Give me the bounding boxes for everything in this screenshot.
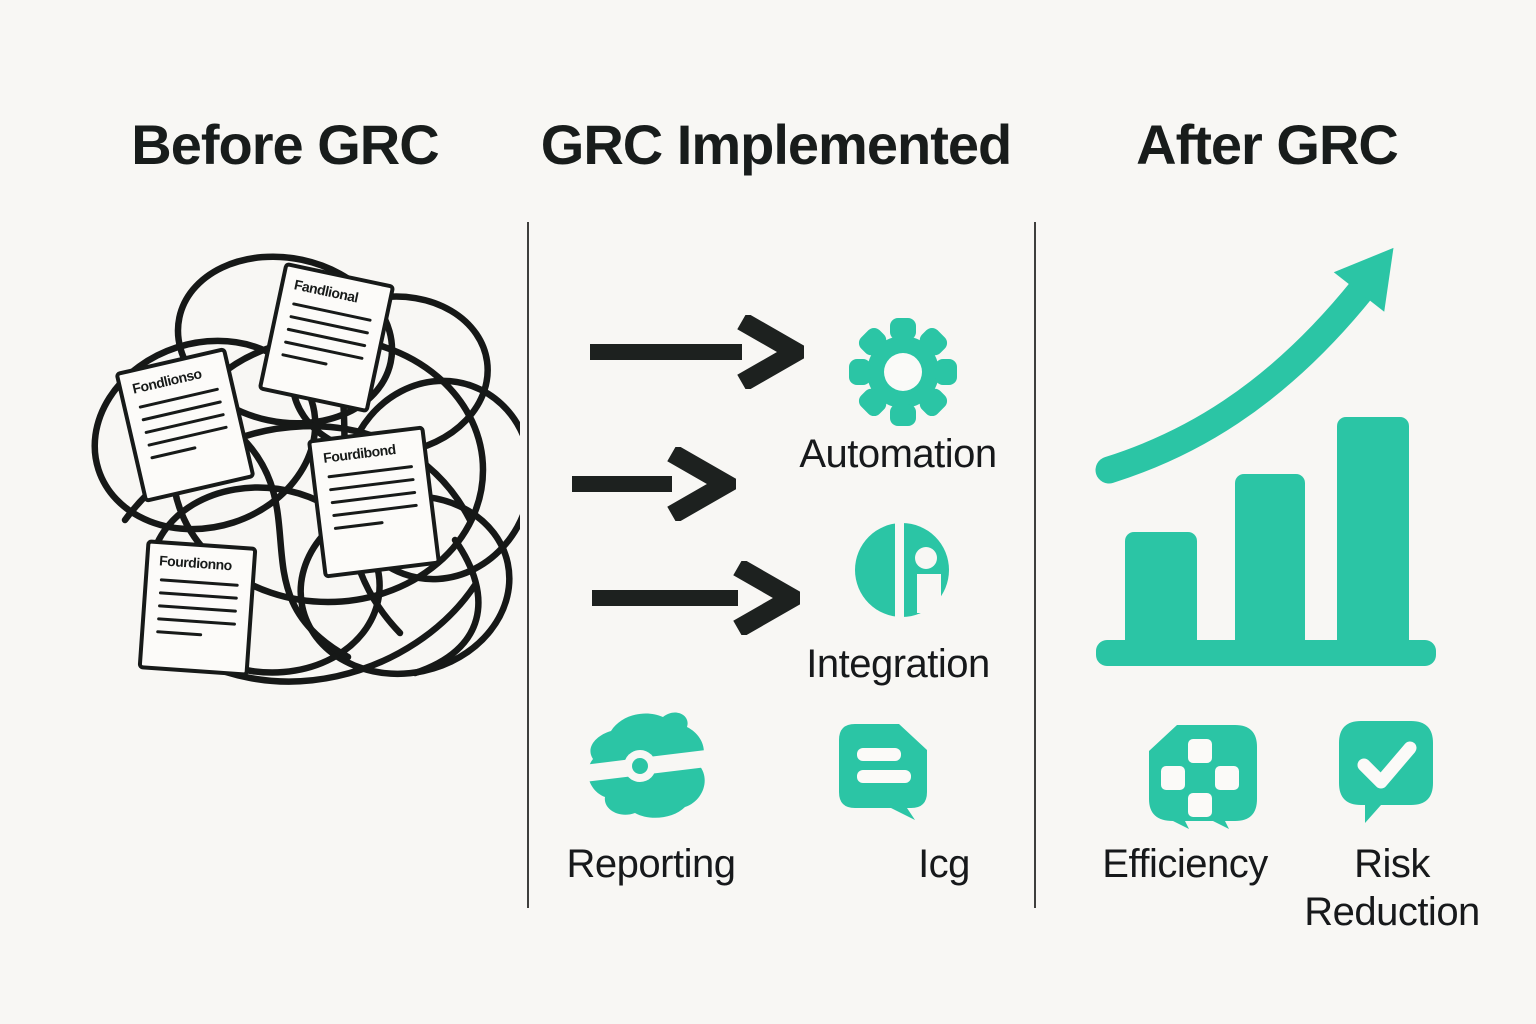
efficiency-label: Efficiency (1102, 842, 1268, 886)
plus-bubble-icon (1149, 725, 1257, 829)
automation-label: Automation (799, 432, 997, 476)
gear-icon (849, 318, 957, 426)
document-text-line (332, 503, 418, 518)
integration-circle-icon (855, 521, 949, 619)
document-title: Fourdibond (322, 441, 397, 466)
before-grc-title: Before GRC (131, 113, 439, 176)
document-bubble-icon (839, 724, 927, 820)
reporting-label: Reporting (566, 842, 736, 886)
grc-implemented-title: GRC Implemented (540, 113, 1012, 176)
icg-label: Icg (918, 842, 970, 886)
document-text-line (330, 490, 417, 505)
document-text-line (158, 591, 238, 600)
left-divider (527, 222, 529, 908)
document-text-line (150, 445, 197, 460)
document-text-line (157, 604, 237, 613)
growth-bar-chart-icon (1095, 247, 1436, 666)
right-divider (1034, 222, 1036, 908)
arrow-right-icon (572, 447, 736, 521)
after-grc-title: After GRC (1136, 113, 1399, 176)
document-text-line (333, 521, 384, 531)
reporting-globe-icon (577, 712, 705, 818)
check-bubble-icon (1339, 721, 1433, 823)
document-text-line (329, 477, 415, 492)
integration-label: Integration (806, 642, 990, 686)
arrow-right-icon (592, 561, 800, 635)
document-text-line (159, 578, 239, 587)
document-text-line (157, 617, 237, 626)
arrow-right-icon (590, 315, 804, 389)
document-card: Fourdibond (306, 425, 442, 579)
document-card: Fourdionno (137, 539, 258, 677)
document-text-line (281, 353, 328, 366)
risk-reduction-label: Risk Reduction (1304, 842, 1480, 934)
document-text-line (156, 630, 202, 637)
document-text-line (327, 464, 414, 479)
document-title: Fourdionno (158, 552, 233, 574)
